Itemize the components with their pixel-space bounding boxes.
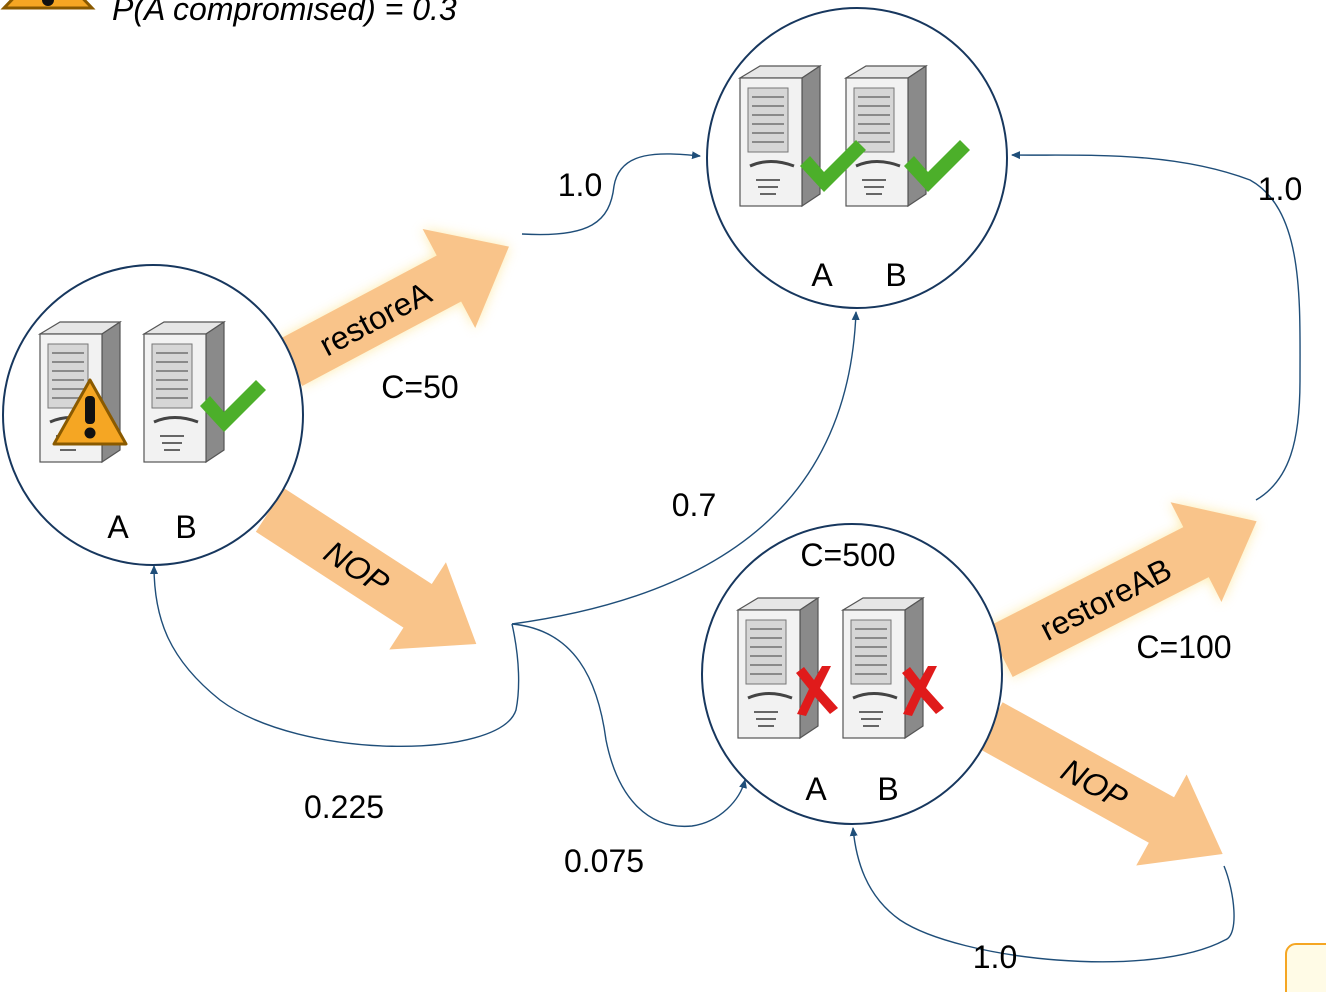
prob-restoreAB-healthy: 1.0 <box>1258 171 1302 207</box>
edge-nop-to-down <box>511 623 747 828</box>
page-title: P(A compromised) = 0.3 <box>112 0 457 27</box>
state-healthy: A B <box>706 7 1008 309</box>
restoreA-cost-label: C=50 <box>381 369 458 405</box>
server-a-label: A <box>107 509 129 545</box>
edge-restoreAB-to-healthy <box>1011 151 1301 501</box>
edge-nop-to-partial <box>150 565 520 748</box>
edge-nop-down-to-down <box>849 827 1235 963</box>
server-icon <box>844 64 928 208</box>
title-group: P(A compromised) = 0.3 <box>0 0 457 27</box>
restoreA-arrow <box>277 229 509 386</box>
restoreAB-arrow <box>987 502 1257 677</box>
edge-restoreA-to-healthy <box>521 151 701 236</box>
edge-nop-to-healthy <box>511 311 860 625</box>
server-icon <box>736 596 820 740</box>
state-down: A B C=500 <box>701 523 1003 825</box>
server-b-label: B <box>175 509 196 545</box>
server-icon <box>142 320 226 464</box>
prob-nop-down-down: 1.0 <box>973 939 1017 975</box>
prob-restoreA-healthy: 1.0 <box>558 167 602 203</box>
server-icon <box>841 596 925 740</box>
server-icon <box>738 64 822 208</box>
prob-nop-partial: 0.225 <box>304 789 384 825</box>
prob-nop-down: 0.075 <box>564 843 644 879</box>
corner-tab <box>1285 943 1326 992</box>
action-nop-down: NOP <box>977 702 1223 866</box>
state-partial: A B <box>2 264 304 566</box>
state-cost-label: C=500 <box>800 537 895 573</box>
action-restoreAB: restoreAB <box>987 502 1257 677</box>
nop-partial-arrow <box>255 488 477 650</box>
nop-down-arrow <box>977 702 1223 866</box>
server-a-label: A <box>805 771 827 807</box>
restoreAB-cost-label: C=100 <box>1136 629 1231 665</box>
warning-icon <box>0 0 96 10</box>
server-a-label: A <box>811 257 833 293</box>
server-b-label: B <box>877 771 898 807</box>
action-nop-partial: NOP <box>255 488 477 650</box>
prob-nop-healthy: 0.7 <box>672 487 716 523</box>
server-b-label: B <box>885 257 906 293</box>
